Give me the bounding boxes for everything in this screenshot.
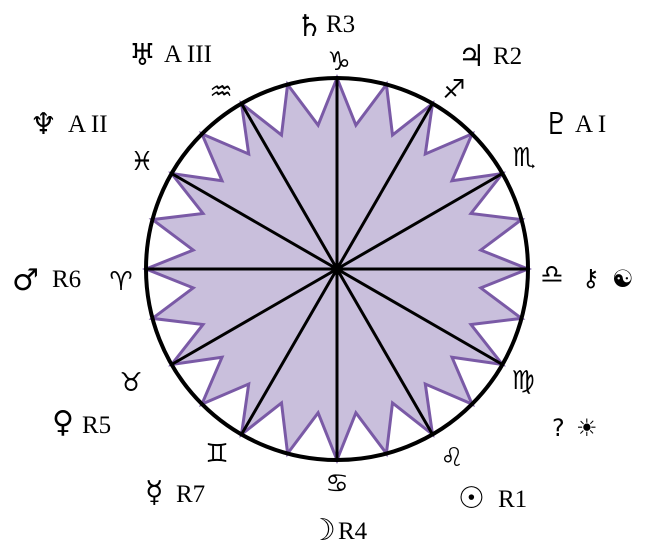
mars-icon: ♂ — [12, 263, 39, 298]
venus-icon: ♀ — [52, 405, 74, 440]
taurus-sign: ♉ — [119, 368, 142, 398]
sun-symbol-icon: ☀ — [576, 414, 598, 442]
saturn-icon: ♄ — [296, 9, 323, 44]
question-mark-icon: ? — [552, 414, 565, 442]
pisces-sign: ♓ — [130, 147, 153, 177]
uranus-icon: ♅ — [129, 38, 156, 73]
sagittarius-sign: ♐ — [442, 75, 465, 105]
leo-sign: ♌ — [440, 443, 463, 473]
capricorn-sign: ♑ — [327, 47, 350, 77]
aquarius-sign: ♒ — [209, 77, 232, 107]
saturn-label: R3 — [326, 11, 355, 38]
neptune-icon: ♆ — [30, 107, 57, 142]
zodiac-spokes — [146, 78, 528, 460]
neptune-label: A II — [68, 111, 108, 138]
uranus-label: A III — [164, 41, 212, 68]
pluto-label: A I — [575, 111, 606, 138]
jupiter-label: R2 — [493, 43, 522, 70]
yin-yang-icon: ☯ — [612, 265, 634, 293]
zodiac-outer-circle — [144, 76, 530, 462]
gemini-sign: ♊ — [205, 439, 228, 469]
virgo-sign: ♍ — [511, 366, 534, 396]
sun-icon: ☉ — [458, 481, 485, 516]
moon-label: R4 — [338, 518, 368, 545]
mercury-icon: ☿ — [145, 475, 163, 510]
mars-label: R6 — [52, 266, 81, 293]
jupiter-icon: ♃ — [458, 39, 485, 74]
chiron-icon: ⚷ — [582, 264, 600, 292]
venus-label: R5 — [82, 412, 111, 439]
cancer-sign: ♋ — [325, 469, 348, 499]
aries-sign: ♈ — [109, 267, 132, 297]
mercury-label: R7 — [176, 481, 205, 508]
pluto-icon: ♇ — [543, 107, 570, 142]
spoke-line — [170, 172, 504, 366]
moon-icon: ☽ — [309, 513, 336, 546]
libra-sign: ♎ — [540, 260, 563, 290]
scorpio-sign: ♏ — [512, 143, 535, 173]
sun-label: R1 — [498, 486, 527, 513]
